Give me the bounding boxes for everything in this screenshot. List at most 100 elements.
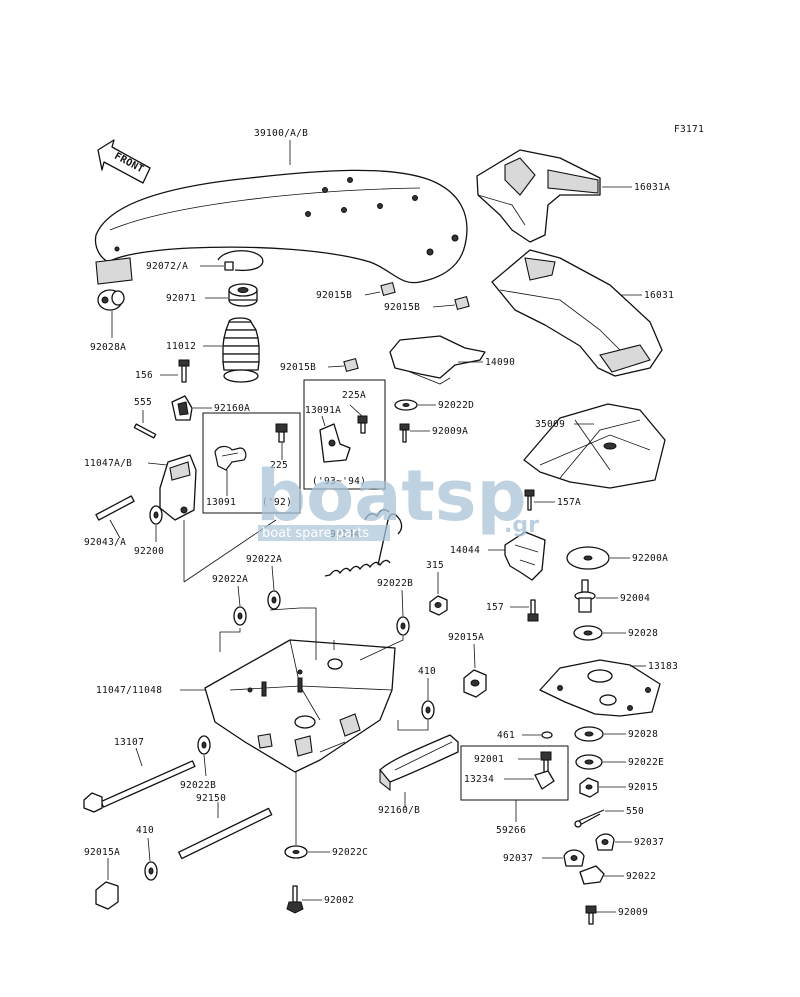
part-washer-92022A-1[interactable] xyxy=(233,606,247,626)
watermark-domain: .gr xyxy=(504,513,539,538)
part-pad-front[interactable] xyxy=(476,149,601,243)
part-washer-410-b[interactable] xyxy=(144,861,158,881)
part-hood[interactable] xyxy=(94,169,468,284)
label-225A: 225A xyxy=(342,390,366,401)
part-bolt-92002[interactable] xyxy=(286,885,304,914)
part-clip-92015B-3[interactable] xyxy=(343,357,359,373)
part-washer-92028-a[interactable] xyxy=(573,625,603,641)
label-14090: 14090 xyxy=(485,357,515,368)
part-washer-92022D[interactable] xyxy=(394,399,418,411)
part-pin-555[interactable] xyxy=(133,423,157,439)
label-model-years-93-94: ('93~'94) xyxy=(312,476,366,487)
label-550: 550 xyxy=(626,806,644,817)
part-spring-92144[interactable] xyxy=(324,509,403,577)
label-92001: 92001 xyxy=(474,754,504,765)
label-13107: 13107 xyxy=(114,737,144,748)
part-bracket-11047AB[interactable] xyxy=(159,454,197,521)
part-clamp-92037-a[interactable] xyxy=(595,833,615,851)
part-bolt-156[interactable] xyxy=(178,359,190,383)
part-washer-92022B-1[interactable] xyxy=(396,616,410,636)
watermark-tagline: boat spare parts xyxy=(262,526,369,541)
part-screw-157A[interactable] xyxy=(524,489,535,511)
part-pin-92043A[interactable] xyxy=(95,495,135,521)
part-nut-92015A-1[interactable] xyxy=(463,669,487,698)
part-clamp-92037-b[interactable] xyxy=(563,849,585,867)
watermark-logo-text: boatsp xyxy=(256,455,527,537)
part-plate-14090[interactable] xyxy=(389,335,486,385)
part-clip-92015B-2[interactable] xyxy=(454,295,470,311)
label-39100: 39100/A/B xyxy=(254,128,308,139)
part-oring-461[interactable] xyxy=(541,731,553,739)
label-92150: 92150 xyxy=(196,793,226,804)
label-315: 315 xyxy=(426,560,444,571)
part-washer-92200[interactable] xyxy=(149,505,163,525)
part-bumper-92028A[interactable] xyxy=(95,257,133,311)
part-screw-92009A[interactable] xyxy=(399,423,410,443)
part-bumper-92160B[interactable] xyxy=(379,734,459,792)
label-92043A: 92043/A xyxy=(84,537,126,548)
label-92072A: 92072/A xyxy=(146,261,188,272)
part-screw-92009[interactable] xyxy=(585,905,597,925)
label-13091A: 13091A xyxy=(305,405,341,416)
label-model-year-92: ('92) xyxy=(262,497,292,508)
part-pad-rear[interactable] xyxy=(491,249,663,377)
label-92022B-2: 92022B xyxy=(180,780,216,791)
part-nut-92015[interactable] xyxy=(579,777,599,798)
part-clip-92015B-1[interactable] xyxy=(380,281,396,297)
label-92028A: 92028A xyxy=(90,342,126,353)
label-35009: 35009 xyxy=(535,419,565,430)
label-92022E: 92022E xyxy=(628,757,664,768)
label-92015B-2: 92015B xyxy=(384,302,420,313)
part-grommet-92071[interactable] xyxy=(228,283,258,307)
label-92028-a: 92028 xyxy=(628,628,658,639)
label-92028-b: 92028 xyxy=(628,729,658,740)
label-555: 555 xyxy=(134,397,152,408)
watermark-logo: boatsp .gr boat spare parts xyxy=(256,455,539,541)
label-92022A-2: 92022A xyxy=(246,554,282,565)
label-461: 461 xyxy=(497,730,515,741)
label-92009: 92009 xyxy=(618,907,648,918)
label-225: 225 xyxy=(270,460,288,471)
part-clip-92022[interactable] xyxy=(579,865,605,885)
label-92004: 92004 xyxy=(620,593,650,604)
label-92015A-2: 92015A xyxy=(84,847,120,858)
part-washer-92200A[interactable] xyxy=(566,546,610,570)
part-block-92160A[interactable] xyxy=(171,395,193,421)
part-stud-92004[interactable] xyxy=(574,579,596,613)
part-nut-315[interactable] xyxy=(429,595,448,616)
part-washer-410-a[interactable] xyxy=(421,700,435,720)
label-92022D: 92022D xyxy=(438,400,474,411)
part-washer-92022E[interactable] xyxy=(575,754,603,770)
part-bellows-11012[interactable] xyxy=(222,317,260,383)
inset-13091A xyxy=(303,379,386,490)
label-92015: 92015 xyxy=(628,782,658,793)
label-16031A: 16031A xyxy=(634,182,670,193)
label-92200A: 92200A xyxy=(632,553,668,564)
label-92002: 92002 xyxy=(324,895,354,906)
part-bracket-14044[interactable] xyxy=(504,531,546,581)
label-59266: 59266 xyxy=(496,825,526,836)
part-plate-13183[interactable] xyxy=(539,659,661,717)
label-92022A-1: 92022A xyxy=(212,574,248,585)
part-washer-92022A-2[interactable] xyxy=(267,590,281,610)
part-nut-92015A-2[interactable] xyxy=(95,881,119,910)
label-13183: 13183 xyxy=(648,661,678,672)
label-92022C: 92022C xyxy=(332,847,368,858)
part-tray-11047[interactable] xyxy=(204,639,396,773)
label-92015A-1: 92015A xyxy=(448,632,484,643)
part-screw-157[interactable] xyxy=(527,599,539,622)
part-bracket-35009[interactable] xyxy=(523,403,666,489)
part-bolt-13107[interactable] xyxy=(83,760,196,813)
label-156: 156 xyxy=(135,370,153,381)
part-cotter-550[interactable] xyxy=(574,809,605,828)
label-11047-11048: 11047/11048 xyxy=(96,685,162,696)
part-washer-92028-b[interactable] xyxy=(574,726,604,742)
part-bolt-92150[interactable] xyxy=(178,807,273,860)
label-92160A: 92160A xyxy=(214,403,250,414)
part-washer-92022B-2[interactable] xyxy=(197,735,211,755)
part-washer-92022C[interactable] xyxy=(284,845,308,859)
part-clip-92072[interactable] xyxy=(217,250,264,272)
label-13234: 13234 xyxy=(464,774,494,785)
